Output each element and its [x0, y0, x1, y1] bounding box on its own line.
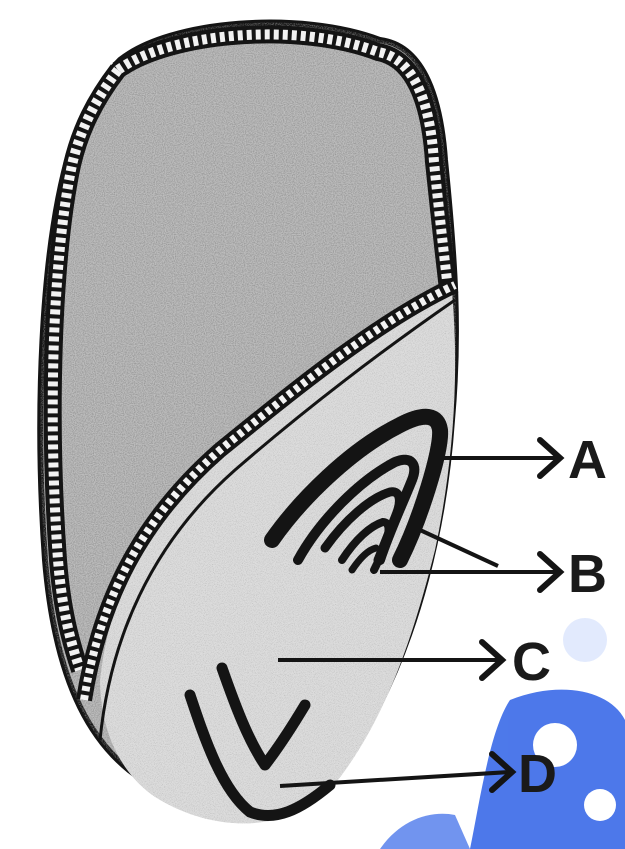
label-c: C [512, 632, 551, 692]
label-a: A [568, 430, 607, 490]
pointer-a [440, 440, 560, 476]
label-d: D [518, 744, 557, 804]
watermark-logo [380, 618, 625, 849]
label-b: B [568, 544, 607, 604]
